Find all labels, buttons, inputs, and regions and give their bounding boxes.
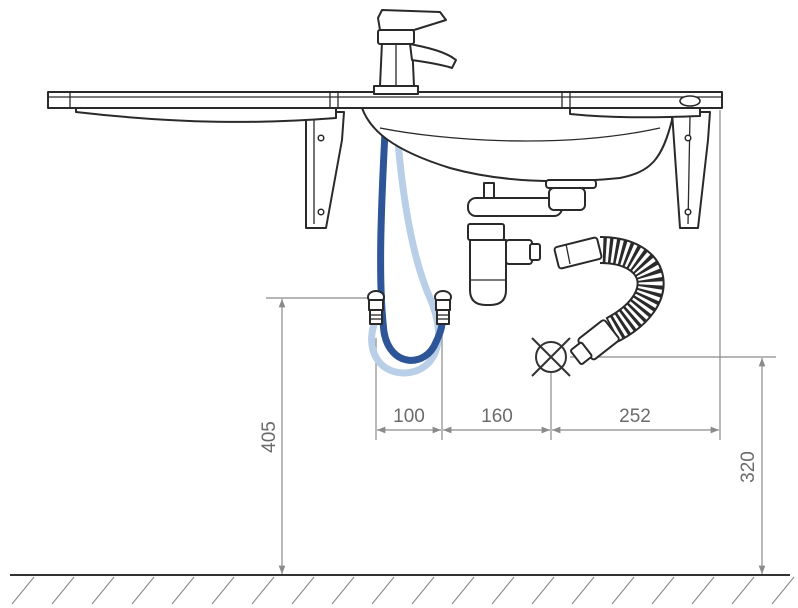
dimension-405-label: 405 [259, 421, 280, 453]
dimension-100-label: 100 [393, 406, 425, 427]
corrugated-drain-hose [553, 236, 665, 365]
dimension-320: 320 [570, 356, 776, 574]
faucet [373, 9, 457, 95]
wall-drain-outlet [531, 337, 571, 377]
overflow-hole [679, 95, 701, 107]
hot-water-hose [377, 128, 446, 364]
floor-hatching [11, 576, 795, 605]
right-angle-valve [434, 290, 452, 325]
dimension-252-label: 252 [619, 406, 651, 427]
flexible-hoses [368, 128, 446, 377]
floor [10, 574, 795, 605]
dimension-160-label: 160 [481, 406, 513, 427]
dimension-405: 405 [259, 297, 372, 574]
right-wall-bracket [671, 111, 711, 229]
countertop [47, 91, 723, 123]
dimension-320-label: 320 [738, 451, 759, 483]
sink-basin [361, 107, 673, 189]
left-wall-bracket [305, 111, 345, 229]
left-angle-valve [367, 290, 385, 325]
